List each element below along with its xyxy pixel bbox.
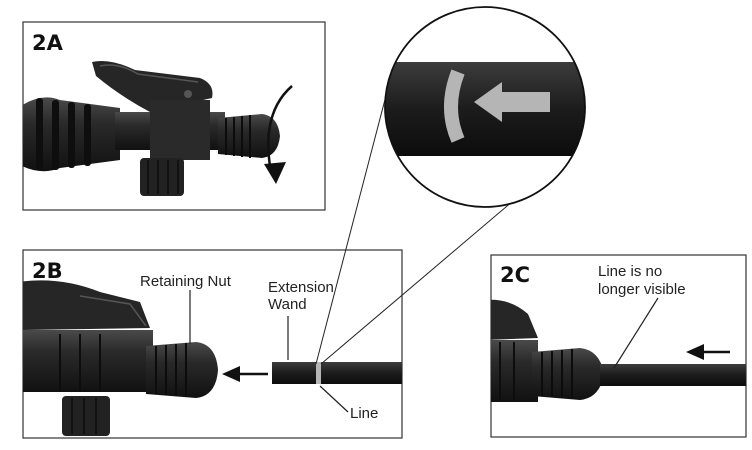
curved-arrow-icon [264,85,293,184]
line-not-visible-label-2: longer visible [598,281,686,298]
panel-label-2c: 2C [500,263,530,287]
retaining-nut-label: Retaining Nut [140,273,232,290]
panel-2c: 2C Line is no longer visible [490,254,747,438]
sprayer-handle-2a [23,61,280,196]
panel-2b: 2B Retaining Nut Extension Wand Line [22,249,403,439]
arrow-left-icon [686,344,730,360]
panel-label-2a: 2A [32,31,64,55]
sprayer-handle-2c [491,299,746,402]
line-not-visible-label-1: Line is no [598,263,662,280]
extension-wand-label-2: Wand [268,296,307,313]
panel-label-2b: 2B [32,259,63,283]
line-label: Line [350,405,378,422]
magnified-view [315,6,586,365]
panel-2a: 2A [22,21,326,211]
line-marking-magnified [444,69,465,143]
sprayer-handle-2b [23,280,402,436]
wand-line-marking [316,362,321,384]
extension-wand-label-1: Extension [268,279,334,296]
arrow-left-icon [222,366,268,382]
arrow-left-icon [474,82,550,122]
